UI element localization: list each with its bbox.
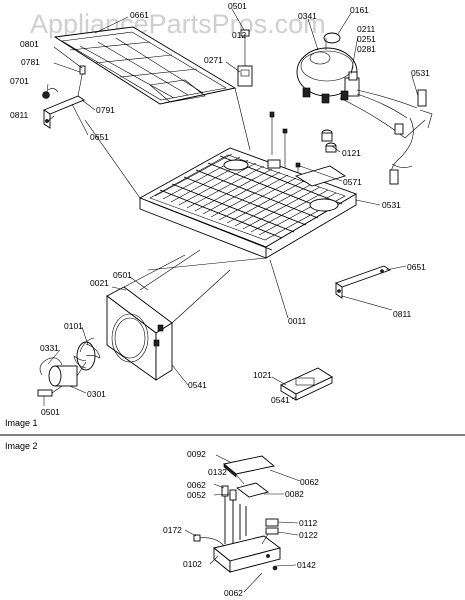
label-0501-top: 0501: [228, 1, 247, 11]
label-0331: 0331: [40, 343, 59, 353]
label-0112: 0112: [299, 518, 318, 528]
compressor-0341: [296, 32, 433, 185]
label-0661: 0661: [130, 10, 149, 20]
label-0781: 0781: [21, 57, 40, 67]
label-0811-right: 0811: [393, 309, 412, 319]
label-0211: 0211: [357, 24, 376, 34]
mounting-screws: [269, 111, 301, 175]
label-0701: 0701: [10, 76, 29, 86]
label-0062-bottom: 0062: [224, 588, 243, 598]
cover-box-1021: [280, 367, 333, 401]
label-0102: 0102: [183, 559, 202, 569]
section-image2: Image 2: [5, 441, 38, 451]
label-0021: 0021: [90, 278, 109, 288]
label-0651-left: 0651: [90, 132, 109, 142]
bracket-0082: [235, 482, 270, 498]
label-0062-left: 0062: [187, 480, 206, 490]
base-pan-0011: [138, 147, 358, 259]
label-0121: 0121: [342, 148, 361, 158]
label-0791: 0791: [96, 105, 115, 115]
label-0541-fan: 0541: [188, 380, 207, 390]
label-0101: 0101: [64, 321, 83, 331]
label-0052: 0052: [187, 490, 206, 500]
explode-lines: [84, 87, 267, 324]
label-0811-left: 0811: [10, 110, 29, 120]
leader-lines-image2: [184, 454, 301, 593]
label-0172: 0172: [163, 525, 182, 535]
relay-0271: [237, 29, 253, 87]
label-0271: 0271: [204, 55, 223, 65]
section-image1: Image 1: [5, 418, 38, 428]
label-0011: 0011: [288, 316, 307, 326]
left-bracket: [42, 65, 86, 129]
label-0301: 0301: [87, 389, 106, 399]
labels-image2: 0092 0062 0132 0062 0052 0082 0172 0112 …: [163, 449, 319, 598]
label-0092: 0092: [187, 449, 206, 459]
switches-0112-0122: [261, 518, 279, 545]
label-0501-mid: 0501: [113, 270, 132, 280]
labels-image1: 0661 0501 012 0161 0341 0801 0781 0701 0…: [10, 1, 430, 417]
cover-plate-0092: [222, 455, 276, 478]
grommets-0121: [321, 129, 337, 153]
label-0531-mid: 0531: [382, 200, 401, 210]
label-0501-bottom: 0501: [41, 407, 60, 417]
label-0142: 0142: [297, 560, 316, 570]
fan-shroud-0541: [106, 286, 173, 381]
svg-text:012: 012: [232, 30, 246, 40]
right-rail-0651: [335, 265, 391, 299]
label-0281: 0281: [357, 44, 376, 54]
label-0161: 0161: [350, 5, 369, 15]
label-1021: 1021: [253, 370, 272, 380]
control-box-0102: [193, 485, 282, 573]
label-0531-top: 0531: [411, 68, 430, 78]
label-0251: 0251: [357, 34, 376, 44]
label-0132: 0132: [208, 467, 227, 477]
label-0062-top: 0062: [300, 477, 319, 487]
leader-lines-image1: [43, 8, 419, 406]
label-0082: 0082: [285, 489, 304, 499]
label-0541-box: 0541: [271, 395, 290, 405]
label-0341: 0341: [298, 11, 317, 21]
label-0571: 0571: [343, 177, 362, 187]
label-0122: 0122: [299, 530, 318, 540]
label-0801: 0801: [20, 39, 39, 49]
fan-motor-assembly: [37, 337, 101, 397]
label-0651-right: 0651: [407, 262, 426, 272]
